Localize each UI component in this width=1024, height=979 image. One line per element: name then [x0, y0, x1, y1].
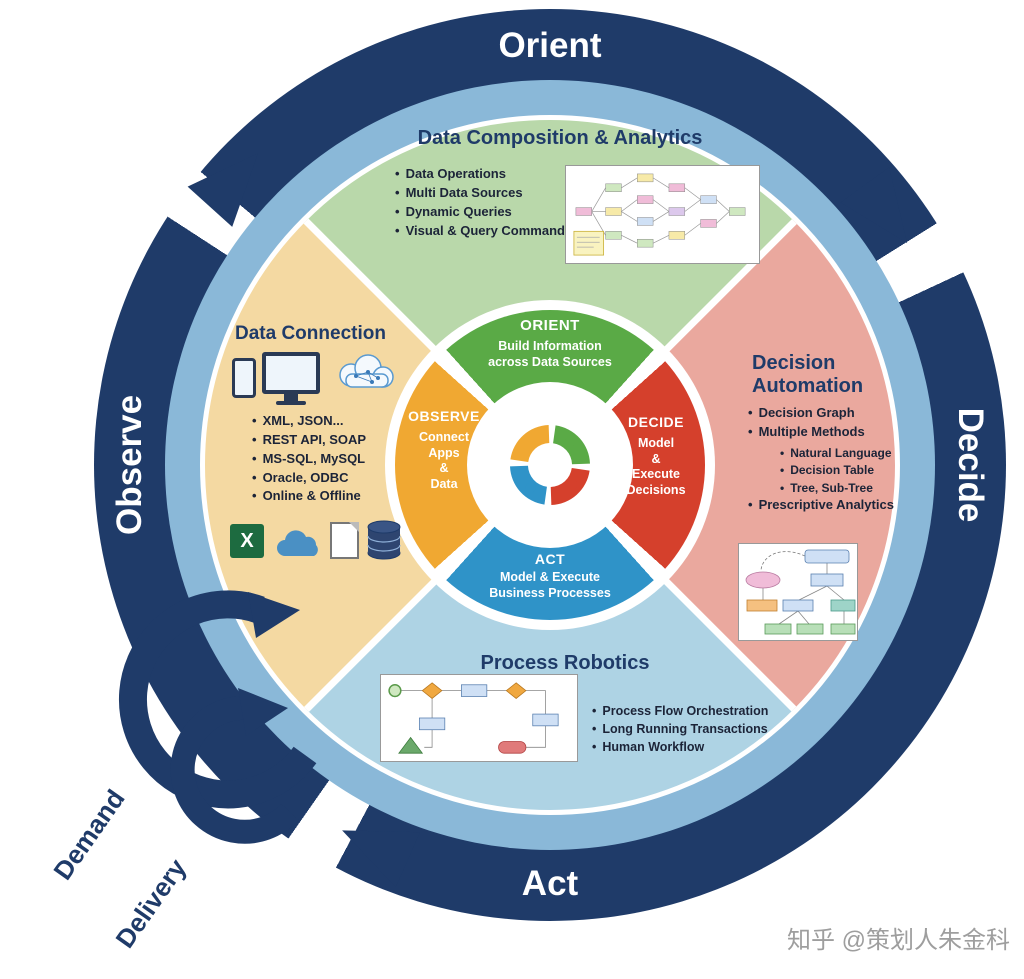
arc-decide-block: DECIDE Model & Execute Decisions — [608, 414, 704, 499]
monitor-icon — [262, 352, 320, 405]
arc-decide-label: DECIDE — [628, 414, 684, 430]
arc-observe-label: OBSERVE — [408, 408, 480, 424]
desc-line: Model — [637, 436, 675, 450]
list-item: Tree, Sub-Tree — [780, 480, 910, 497]
list-item: Online & Offline — [252, 487, 412, 506]
list-item: Visual & Query Command — [395, 222, 570, 241]
ring-label-orient: Orient — [498, 26, 602, 65]
decide-quadrant-title: Decision Automation — [752, 352, 864, 397]
desc-line: Connect — [419, 430, 469, 444]
list-item: Dynamic Queries — [395, 203, 570, 222]
smartphone-icon — [232, 358, 256, 398]
list-item: Multi Data Sources — [395, 184, 570, 203]
orient-quadrant-title: Data Composition & Analytics — [417, 127, 703, 149]
list-item: Multiple Methods — [748, 423, 898, 442]
desc-line: Business Processes — [489, 585, 611, 600]
arc-observe-desc: Connect Apps & Data — [396, 430, 492, 493]
ring-label-act: Act — [521, 864, 579, 903]
analytics-flowchart-thumbnail — [565, 165, 760, 264]
act-quadrant-title: Process Robotics — [480, 652, 650, 674]
list-item: MS-SQL, MySQL — [252, 450, 412, 469]
demand-delivery-arrows — [119, 590, 317, 844]
desc-line: Build Information — [498, 339, 602, 353]
arc-act-label: ACT — [534, 551, 566, 567]
list-item: Prescriptive Analytics — [748, 496, 908, 515]
process-flowchart-thumbnail — [380, 674, 578, 762]
list-item: REST API, SOAP — [252, 431, 412, 450]
observe-bullet-list: XML, JSON... REST API, SOAP MS-SQL, MySQ… — [252, 412, 412, 506]
excel-x-glyph: X — [240, 529, 254, 552]
cloud-storage-icon — [277, 530, 318, 556]
list-item: Natural Language — [780, 445, 910, 462]
desc-line: & — [439, 461, 449, 476]
ring-label-decide: Decide — [951, 407, 990, 523]
arc-act-desc: Model & Execute Business Processes — [440, 570, 660, 601]
list-item: Long Running Transactions — [592, 720, 772, 738]
list-item: Data Operations — [395, 165, 570, 184]
pinwheel-logo-icon — [510, 425, 590, 505]
decide-bullet-list: Decision Graph Multiple Methods — [748, 404, 898, 442]
excel-file-icon: X — [230, 524, 264, 558]
list-item: Process Flow Orchestration — [592, 702, 772, 720]
list-item: XML, JSON... — [252, 412, 412, 431]
desc-line: & — [651, 451, 661, 466]
desc-line: Decisions — [626, 482, 686, 497]
desc-line: Apps — [428, 445, 460, 460]
decide-extra-bullet-list: Prescriptive Analytics — [748, 496, 908, 515]
desc-line: Data — [430, 476, 458, 491]
list-item: Decision Table — [780, 462, 910, 479]
list-item: Oracle, ODBC — [252, 469, 412, 488]
database-icon — [367, 520, 401, 560]
orient-bullet-list: Data Operations Multi Data Sources Dynam… — [395, 165, 570, 240]
arc-orient-label: ORIENT — [520, 317, 580, 334]
observe-quadrant-title: Data Connection — [235, 323, 386, 344]
desc-line: Model & Execute — [499, 570, 601, 584]
watermark: 知乎 @策划人朱金科 — [786, 927, 1010, 954]
desc-line: across Data Sources — [488, 354, 612, 369]
document-file-icon — [330, 522, 359, 559]
decide-sub-bullet-list: Natural Language Decision Table Tree, Su… — [780, 445, 910, 497]
list-item: Human Workflow — [592, 738, 772, 756]
decision-graph-thumbnail — [738, 543, 858, 641]
desc-line: Execute — [632, 467, 680, 482]
cloud-network-icon — [339, 354, 394, 388]
act-bullet-list: Process Flow Orchestration Long Running … — [592, 702, 772, 756]
list-item: Decision Graph — [748, 404, 898, 423]
arc-decide-desc: Model & Execute Decisions — [608, 436, 704, 499]
center-inner-disc — [467, 382, 633, 548]
ring-label-observe: Observe — [110, 394, 149, 535]
arc-observe-block: OBSERVE Connect Apps & Data — [396, 408, 492, 493]
arc-orient-desc: Build Information across Data Sources — [430, 339, 670, 370]
